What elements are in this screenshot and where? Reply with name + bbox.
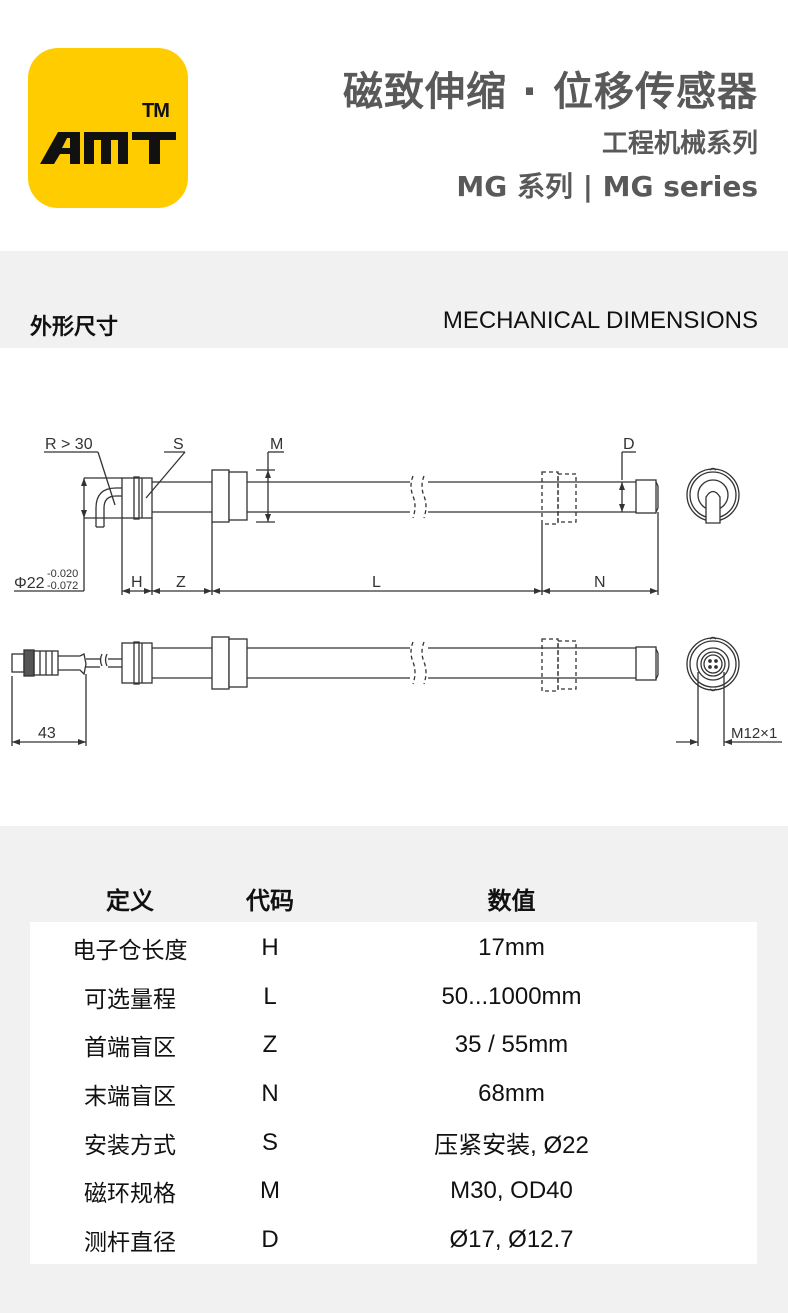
- row-code: L: [263, 982, 277, 1010]
- row-value: 50...1000mm: [441, 982, 582, 1010]
- table-row: 可选量程 L 50...1000mm: [30, 973, 757, 1022]
- section-title-cn: 外形尺寸: [30, 315, 119, 340]
- product-series: MG 系列 | MG series: [456, 170, 758, 203]
- product-title-block: 磁致伸缩 · 位移传感器 工程机械系列 MG 系列 | MG series: [343, 66, 758, 206]
- magnet-label: M: [270, 436, 283, 453]
- row-definition: 磁环规格: [84, 1181, 176, 1208]
- tolerance-lower-label: -0.072: [47, 580, 78, 592]
- spec-table-header: 定义 代码 数值: [30, 881, 757, 921]
- header-definition: 定义: [106, 887, 154, 915]
- row-value: 35 / 55mm: [454, 1031, 569, 1059]
- table-row: 首端盲区 Z 35 / 55mm: [30, 1021, 757, 1070]
- row-definition: 测杆直径: [84, 1229, 176, 1256]
- amt-wordmark-icon: [40, 132, 176, 164]
- tolerance-upper-label: -0.020: [47, 568, 78, 580]
- product-subtitle: 工程机械系列: [601, 129, 758, 159]
- spec-table-body: 电子仓长度 H 17mm 可选量程 L 50...1000mm 首端盲区 Z 3…: [30, 922, 757, 1264]
- row-value: 压紧安装, Ø22: [434, 1132, 589, 1160]
- row-definition: 电子仓长度: [72, 938, 188, 965]
- table-row: 末端盲区 N 68mm: [30, 1070, 757, 1119]
- row-definition: 安装方式: [84, 1132, 176, 1159]
- bend-radius-label: R > 30: [45, 436, 93, 453]
- dim-Z-label: Z: [176, 574, 186, 591]
- thread-label: M12×1: [731, 725, 777, 742]
- connector-length-label: 43: [38, 725, 56, 742]
- row-definition: 可选量程: [84, 986, 176, 1013]
- mount-label: S: [173, 436, 184, 453]
- product-title: 磁致伸缩 · 位移传感器: [342, 69, 758, 115]
- mechanical-drawing: R > 30 S M D Φ22 -0.020 -0.072 H Z L N 4…: [0, 348, 788, 826]
- row-code: H: [261, 934, 279, 962]
- dim-L-label: L: [372, 574, 381, 591]
- table-row: 测杆直径 D Ø17, Ø12.7: [30, 1216, 757, 1265]
- housing-diameter-label: Φ22: [14, 575, 45, 592]
- spec-table-section: 定义 代码 数值 电子仓长度 H 17mm 可选量程 L 50...1000mm…: [0, 826, 788, 1313]
- row-value: Ø17, Ø12.7: [449, 1225, 574, 1253]
- section-title-en: MECHANICAL DIMENSIONS: [442, 307, 758, 334]
- row-code: Z: [262, 1031, 278, 1059]
- rod-diameter-label: D: [623, 436, 635, 453]
- amt-logo: TM: [28, 48, 188, 208]
- row-value: 68mm: [478, 1080, 545, 1108]
- table-row: 电子仓长度 H 17mm: [30, 924, 757, 973]
- dimension-drawing-svg: R > 30 S M D Φ22 -0.020 -0.072 H Z L N 4…: [11, 436, 782, 746]
- dim-N-label: N: [594, 574, 606, 591]
- table-row: 磁环规格 M M30, OD40: [30, 1167, 757, 1216]
- header-code: 代码: [246, 887, 294, 915]
- section-heading: 外形尺寸 MECHANICAL DIMENSIONS: [0, 251, 788, 348]
- trademark-symbol: TM: [142, 100, 170, 122]
- table-row: 安装方式 S 压紧安装, Ø22: [30, 1118, 757, 1167]
- row-code: N: [261, 1080, 279, 1108]
- row-definition: 末端盲区: [84, 1084, 176, 1111]
- row-value: 17mm: [478, 934, 545, 962]
- row-code: S: [261, 1128, 278, 1156]
- row-value: M30, OD40: [450, 1177, 573, 1205]
- header-value: 数值: [487, 887, 536, 915]
- dim-H-label: H: [131, 574, 143, 591]
- row-code: D: [261, 1225, 279, 1253]
- row-definition: 首端盲区: [84, 1035, 176, 1062]
- page-header: TM 磁致伸缩 · 位移传感器 工程机械系列 MG 系列 | MG series: [0, 0, 788, 251]
- row-code: M: [260, 1177, 280, 1205]
